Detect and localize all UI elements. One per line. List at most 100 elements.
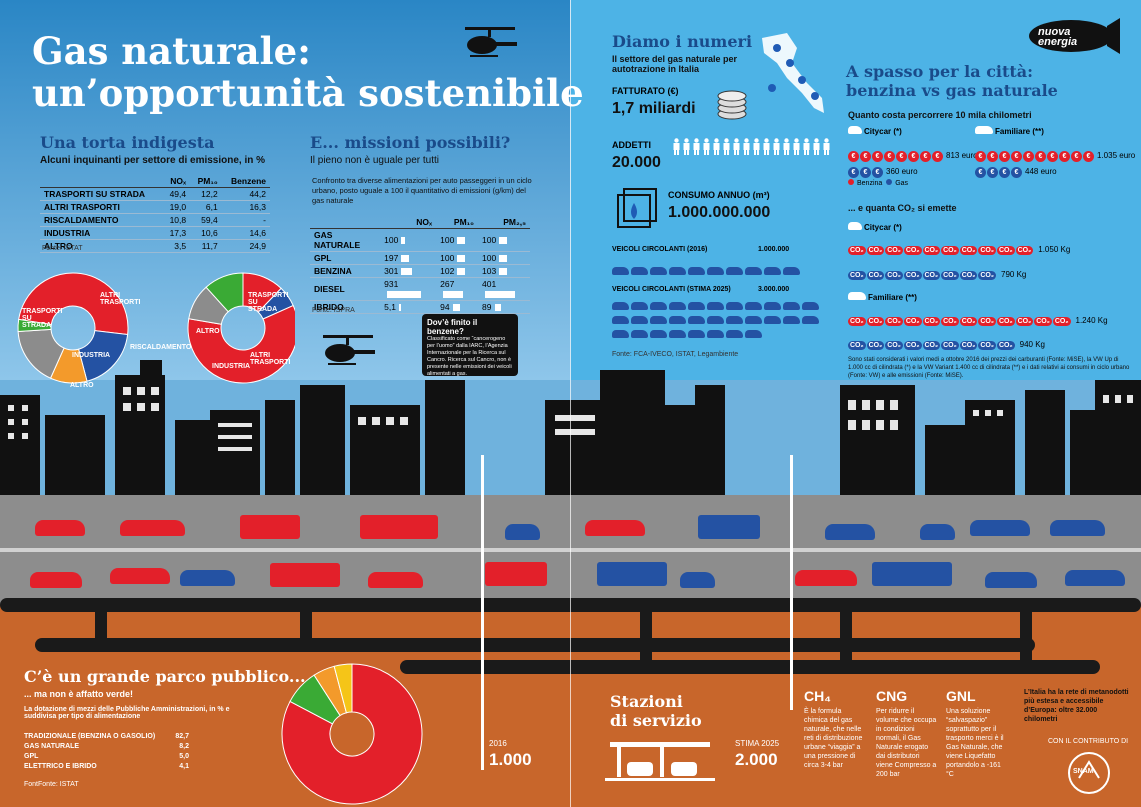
co2-cloud-icon: CO₂ [941,341,959,350]
euro-coin-icon: € [896,151,907,162]
table-cell-text: 100 [384,235,399,245]
euro-coin-icon: € [908,151,919,162]
vehicle-icon [650,302,667,310]
vehicle-icon [783,302,800,310]
table-cell: 10,8 [169,215,187,225]
table-cell: IBRIDO [310,301,380,314]
stazioni-2016-value: 1.000 [489,750,532,769]
brand-name: nuova energia [1038,26,1078,48]
benzene-callout: Dov’è finito il benzene? Classificato co… [422,314,518,377]
donut-slice [18,272,129,336]
co2-cloud-icon: CO₂ [941,271,959,280]
familiare-cost-label: Familiare (**) [975,126,1044,136]
parco-title: C’è un grande parco pubblico... [24,667,306,686]
benzene-title: Dov’è finito il benzene? [427,318,478,336]
gas-type-cng: CNG Per ridurre il volume che occupa in … [876,688,938,779]
table-cell-text: 301 [384,266,399,276]
co2-cloud-icon: CO₂ [885,271,903,280]
vehicle-icon [707,330,724,338]
person-icon [803,138,810,155]
missioni-header: NOₓ [416,217,433,227]
car-icon [180,570,235,586]
right-sky-panel [571,0,1141,380]
vehicle-icon [688,302,705,310]
gas-type-ch4-text: È la formula chimica del gas naturale, c… [804,708,863,769]
bus-icon [360,515,438,539]
missioni-subtitle: Il pieno non è uguale per tutti [310,155,439,166]
vehicle-icon [783,267,800,275]
donut1-label-other-transport: ALTRI TRASPORTI [100,292,141,306]
parco-row-value: 82,7 [175,733,189,740]
pipe-support [300,598,312,648]
person-icon [733,138,740,155]
euro-coin-icon: € [1011,167,1022,178]
euro-coin-icon: € [1083,151,1094,162]
table-cell-text: 103 [482,266,497,276]
vehicle-icon [764,302,781,310]
table-cell-text: 102 [440,266,455,276]
vehicle-icon [726,267,743,275]
truck-icon [698,515,760,539]
table-cell: 103 [478,265,530,278]
coins-icon [717,90,747,120]
co2-citycar-gas-value: 790 Kg [1001,270,1027,279]
emission-bar [457,237,465,245]
co2-cloud-icon: CO₂ [978,341,996,350]
car-icon [35,520,85,536]
gas-pipe [400,660,1100,674]
familiare-benzina-cost: 1.035 euro [1097,151,1136,160]
donut-slice [205,272,244,313]
pipe-support [640,598,652,663]
co2-citycar-benzina-value: 1.050 Kg [1038,245,1071,254]
familiare-gas-cost: 448 euro [1025,167,1057,176]
table-cell: 89 [478,301,530,314]
car-icon [1065,570,1125,586]
co2-cloud-icon: CO₂ [1052,317,1071,326]
benzene-text: Classificato come “cancerogeno per l’uom… [427,336,512,377]
table-cell-text: DIESEL [314,284,345,294]
pipe-support [95,598,107,648]
vehicle-icon [745,302,762,310]
spasso-cost-title: Quanto costa percorrere 10 mila chilomet… [848,110,1032,120]
torta-header [40,175,163,188]
co2-cloud-icon: CO₂ [978,317,996,326]
numeri-subtitle: Il settore del gas naturale per autotraz… [612,54,738,74]
people-icons [672,138,837,160]
co2-cloud-icon: CO₂ [941,317,959,326]
table-cell: 100 [478,252,530,265]
numeri-title: Diamo i numeri [612,32,753,51]
emission-bar [401,268,413,276]
person-icon [713,138,720,155]
table-cell: RISCALDAMENTO [44,215,119,225]
table-cell-text: 5,1 [384,302,396,312]
parco-row-label: TRADIZIONALE (BENZINA O GASOLIO) [24,733,156,740]
table-cell: INDUSTRIA [44,228,91,238]
pipe-support [1020,598,1032,663]
euro-coin-icon: € [920,151,931,162]
emission-bar [398,304,401,312]
parco-row-label: GPL [24,753,39,760]
euro-coin-icon: € [1023,151,1034,162]
co2-cloud-icon: CO₂ [866,246,885,255]
gas-type-ch4: CH₄ È la formula chimica del gas natural… [804,688,866,770]
co2-cloud-icon: CO₂ [866,317,885,326]
gas-type-gnl-text: Una soluzione “salvaspazio” soprattutto … [946,708,1004,778]
co2-cloud-icon: CO₂ [903,317,922,326]
table-cell-text: GAS NATURALE [314,230,361,250]
donut2-label-road: TRASPORTI SU STRADA [248,292,289,313]
familiare-icon [848,292,866,300]
vehicle-icon [669,302,686,310]
gas-type-ch4-name: CH₄ [804,688,831,704]
citycar-icon [848,126,862,134]
table-cell: 24,9 [249,241,266,251]
person-icon [693,138,700,155]
gas-type-gnl: GNL Una soluzione “salvaspazio” soprattu… [946,688,1010,779]
co2-cloud-icon: CO₂ [1034,317,1052,326]
euro-coin-icon: € [987,167,998,178]
vehicle-icon [726,316,743,324]
